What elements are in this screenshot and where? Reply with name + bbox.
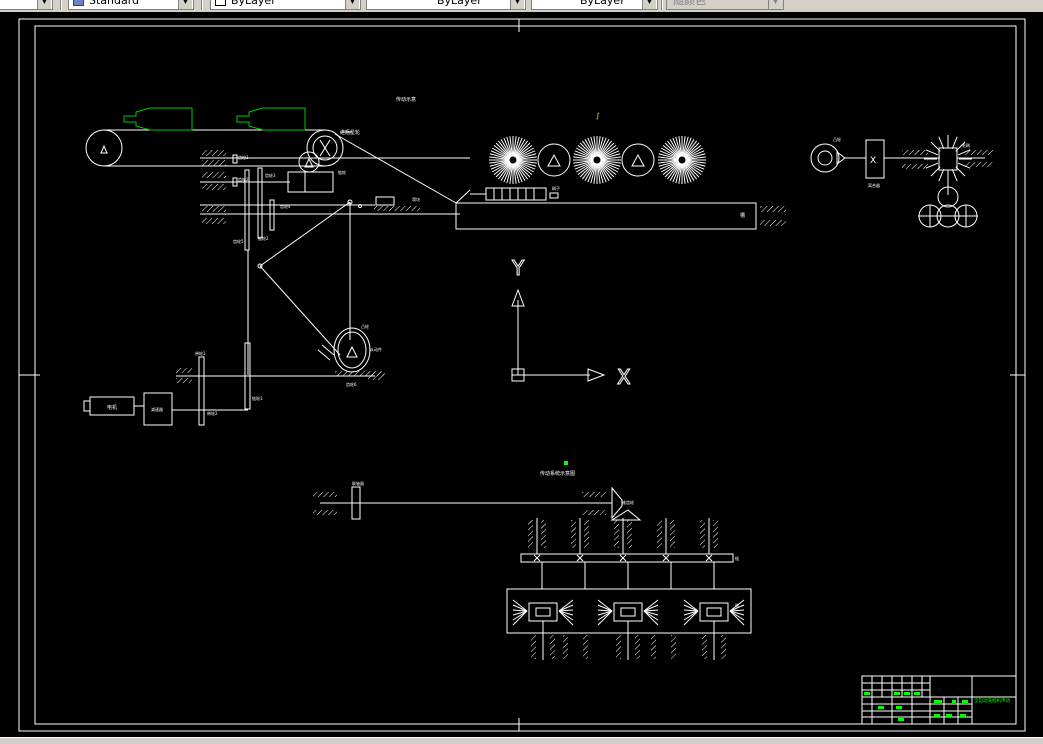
brush-head	[512, 599, 574, 660]
shaft-labels: 齿轮1 齿轮2 齿轮3 链轮 齿轮4 链轮2 齿轮5	[233, 154, 346, 244]
motor-drive	[83, 342, 345, 426]
svg-text:锥齿轮: 锥齿轮	[622, 499, 634, 505]
svg-text:链: 链	[735, 555, 739, 561]
brush	[658, 136, 706, 184]
bearing	[563, 635, 568, 659]
center-label: X	[870, 156, 876, 166]
part-label: 槽	[740, 212, 745, 219]
plot-style-combo: 随颜色 ▼	[666, 0, 784, 10]
part-label: 进瓶星轮	[340, 129, 360, 136]
status-strip	[0, 737, 1043, 744]
bottle	[123, 107, 193, 131]
axis-y-label: Y	[511, 256, 525, 280]
spindle	[657, 518, 675, 562]
chevron-down-icon: ▼	[768, 0, 782, 9]
linkage	[257, 133, 457, 356]
cad-drawing[interactable]: 进瓶星轮 齿轮1 齿轮2 齿轮3 链轮 齿轮4 链轮2 齿轮5	[0, 12, 1043, 737]
title-block-name: 全自动洗瓶机传动	[974, 697, 1010, 704]
gearbox-labels: 联轴器 锥齿轮 链 刷	[352, 480, 739, 608]
bearing	[583, 635, 588, 659]
svg-text:联轴器: 联轴器	[352, 480, 364, 486]
svg-text:从动件: 从动件	[370, 346, 382, 352]
axis-x-label: X	[617, 365, 631, 389]
spindle	[614, 518, 632, 562]
yellow-marker: ∫	[596, 112, 600, 120]
svg-text:毛刷: 毛刷	[962, 142, 970, 148]
svg-text:离合器: 离合器	[868, 182, 880, 188]
toolbar-separator	[661, 0, 663, 10]
cam	[317, 327, 385, 380]
drive-labels: 减速器 带轮1 带轮2 链轮3	[151, 350, 263, 416]
svg-text:带轮2: 带轮2	[207, 410, 218, 416]
layer-color-value: ByLayer	[231, 0, 276, 7]
spindle	[571, 518, 589, 562]
svg-text:齿轮6: 齿轮6	[346, 381, 357, 387]
chevron-down-icon[interactable]: ▼	[178, 0, 192, 9]
linetype-value: ByLayer	[437, 0, 482, 7]
lower-gearbox	[313, 486, 752, 634]
color-swatch-icon	[215, 0, 226, 6]
wash-tank	[455, 187, 757, 230]
bearing	[651, 635, 656, 659]
chevron-down-icon[interactable]: ▼	[642, 0, 656, 9]
lineweight-value: ByLayer	[580, 0, 625, 7]
title-block	[861, 675, 1017, 725]
layer-color-combo[interactable]: ByLayer ▼	[210, 0, 361, 10]
svg-text:齿轮4: 齿轮4	[280, 203, 291, 209]
drawing-canvas[interactable]: 进瓶星轮 齿轮1 齿轮2 齿轮3 链轮 齿轮4 链轮2 齿轮5	[0, 12, 1043, 737]
svg-text:链轮2: 链轮2	[258, 235, 269, 241]
lineweight-combo[interactable]: ByLayer ▼	[531, 0, 658, 10]
svg-text:减速器: 减速器	[151, 406, 163, 412]
plot-style-value: 随颜色	[673, 0, 706, 7]
chevron-down-icon[interactable]: ▼	[37, 0, 51, 9]
svg-text:齿轮5: 齿轮5	[233, 238, 244, 244]
brush	[489, 136, 537, 184]
chevron-down-icon[interactable]: ▼	[510, 0, 524, 9]
toolbar-separator	[60, 0, 62, 10]
svg-text:带轮1: 带轮1	[195, 350, 206, 356]
part-label: 刷子	[552, 185, 560, 191]
text-style-combo[interactable]: Standard ▼	[68, 0, 194, 10]
motor-label: 电机	[107, 404, 117, 411]
brush-head	[683, 599, 745, 660]
text-style-icon	[73, 0, 84, 6]
svg-text:齿轮2: 齿轮2	[238, 176, 249, 182]
svg-text:链轮: 链轮	[338, 169, 346, 175]
bearing-stack	[202, 150, 786, 226]
right-labels: 凸轮 离合器 毛刷	[833, 136, 970, 188]
svg-text:凸轮: 凸轮	[361, 323, 369, 329]
cam-labels: 凸轮 从动件 齿轮6	[346, 323, 382, 387]
brush-group	[489, 136, 706, 184]
center-marks	[19, 19, 1025, 731]
chevron-down-icon[interactable]: ▼	[345, 0, 359, 9]
bearing	[671, 635, 676, 659]
text-style-value: Standard	[89, 0, 140, 7]
top-note: 传动示意	[396, 96, 416, 103]
svg-text:刷: 刷	[735, 602, 739, 608]
spindle	[528, 518, 546, 562]
right-mechanism	[810, 139, 993, 228]
toolbar-combo-left[interactable]: ▼	[0, 0, 53, 10]
ucs-icon	[511, 288, 606, 382]
part-label: 滑块	[412, 196, 420, 202]
grip-marker	[564, 461, 568, 465]
spindle	[700, 518, 718, 562]
svg-text:齿轮1: 齿轮1	[238, 154, 249, 160]
toolbar-separator	[201, 0, 203, 10]
transmission-shafts	[200, 154, 470, 375]
brush	[573, 136, 621, 184]
bottle	[236, 107, 306, 131]
svg-text:齿轮3: 齿轮3	[265, 172, 276, 178]
brush-head	[597, 599, 659, 660]
mid-note: 传动系统示意图	[540, 470, 575, 477]
title-block-fills	[864, 692, 968, 721]
svg-text:凸轮: 凸轮	[833, 136, 841, 142]
svg-text:链轮3: 链轮3	[252, 395, 263, 401]
gearbox-spindles	[512, 518, 745, 660]
idler-gears	[537, 143, 655, 177]
properties-toolbar: ▼ Standard ▼ ByLayer ▼ ByLayer ▼ ByLayer…	[0, 0, 1043, 12]
right-brush-rays	[924, 135, 972, 183]
linetype-combo[interactable]: ByLayer ▼	[366, 0, 526, 10]
